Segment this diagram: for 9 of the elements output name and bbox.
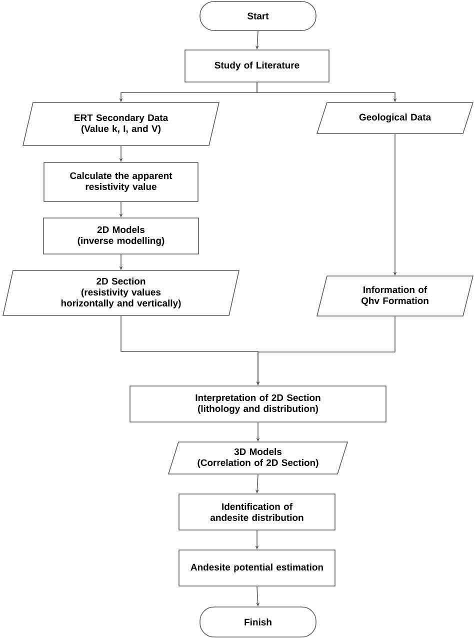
process-box: Identification of andesite distribution [178,494,336,530]
process-box: Interpretation of 2D Section (lithology and distribution) [130,386,386,422]
process-box: Calculate the apparent resistivity value [44,162,198,202]
data-parallelogram: 2D Section (resistivity values horizontally and vertically) [2,270,240,316]
process-box: Study of Literature [184,50,330,82]
process-box: Andesite potential estimation [178,550,336,586]
data-parallelogram: ERT Secondary Data (Value k, I, and V) [22,102,220,146]
data-parallelogram: Information of Qhv Formation [316,276,474,316]
process-box: 2D Models (inverse modelling) [43,218,199,254]
